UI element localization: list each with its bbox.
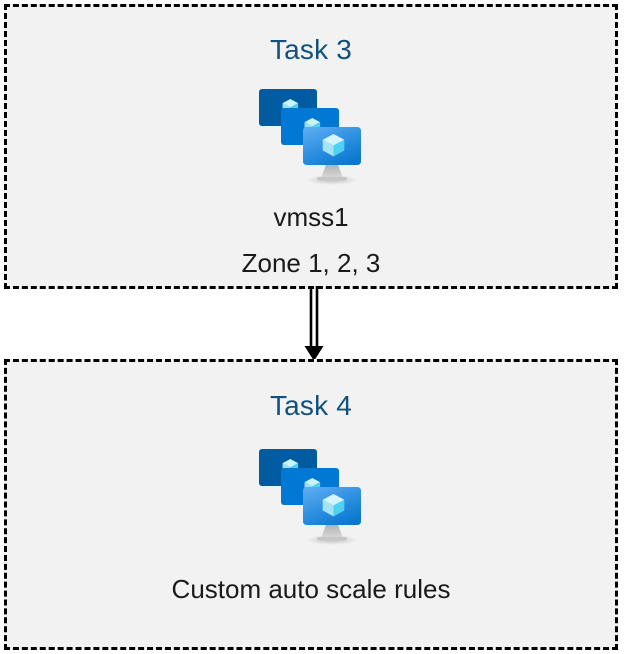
task-caption-line1: Custom auto scale rules xyxy=(171,573,451,604)
task-caption-line1: vmss1 xyxy=(273,201,349,232)
connector-arrow-task3-to-task4 xyxy=(304,286,324,361)
task-title: Task 4 xyxy=(269,390,353,421)
azure-vm-scale-set-icon xyxy=(259,448,361,545)
task-caption-line2: Zone 1, 2, 3 xyxy=(241,247,381,278)
arrowhead-icon xyxy=(304,346,324,361)
task-box-task3[interactable]: Task 3 xyxy=(4,4,618,289)
task-box-task4[interactable]: Task 4 xyxy=(4,359,618,650)
azure-vm-scale-set-icon xyxy=(259,88,361,185)
task-title: Task 3 xyxy=(269,34,353,65)
